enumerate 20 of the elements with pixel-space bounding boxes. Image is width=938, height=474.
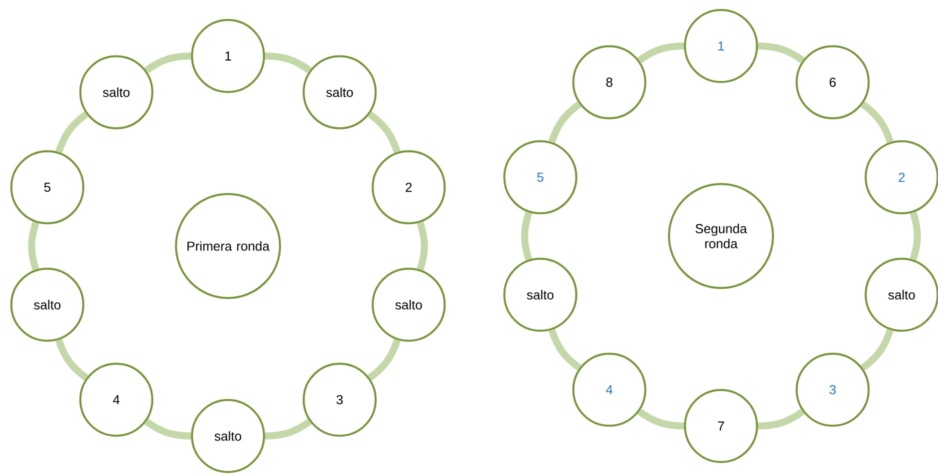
ring-arc: [368, 111, 401, 154]
ring-arc: [264, 52, 312, 74]
ring-arc: [368, 338, 401, 381]
ring-arc: [264, 418, 312, 440]
ring-arc: [548, 101, 582, 144]
ring-arc: [758, 408, 805, 430]
ring-arc: [416, 221, 428, 271]
ring-arc: [55, 111, 88, 154]
ring-arc: [758, 42, 805, 64]
ring-arc: [521, 211, 532, 261]
ring-arc: [144, 52, 192, 74]
ring-arc: [860, 328, 894, 371]
ring-arc: [860, 101, 894, 144]
ring-arc: [637, 42, 684, 64]
ring-arc: [910, 211, 921, 261]
ring-arc: [637, 408, 684, 430]
ring-arc: [144, 418, 192, 440]
ring-arc: [55, 338, 88, 381]
ring-arc: [28, 221, 40, 271]
ring-arc: [548, 328, 582, 371]
